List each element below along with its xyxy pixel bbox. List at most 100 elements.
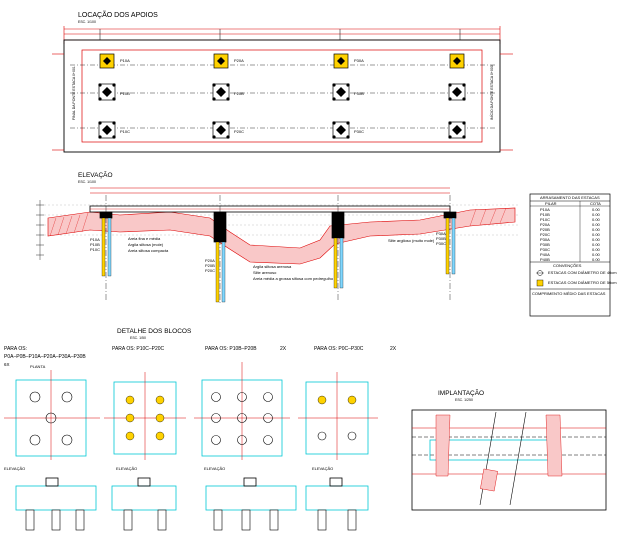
blocks-scale: ESC. 1/50 [130, 336, 146, 340]
svg-text:ESTACAS COM DIÂMETRO DE 50cm: ESTACAS COM DIÂMETRO DE 50cm [548, 280, 617, 285]
svg-text:ELEVAÇÃO: ELEVAÇÃO [312, 466, 333, 471]
svg-text:0.00: 0.00 [592, 217, 601, 222]
svg-text:Areia fina e média: Areia fina e média [128, 236, 161, 241]
svg-text:CONVENÇÕES: CONVENÇÕES [553, 263, 582, 268]
block-elevation-piles [25, 509, 357, 531]
svg-text:0.00: 0.00 [592, 212, 601, 217]
svg-text:Areia siltosa compacta: Areia siltosa compacta [128, 248, 169, 253]
svg-text:P30A: P30A [354, 58, 364, 63]
plan-dimension-ticks [99, 29, 461, 40]
svg-text:P30C: P30C [436, 241, 446, 246]
elevation-piles [101, 217, 456, 303]
elevation-title: ELEVAÇÃO [78, 170, 113, 179]
svg-text:P20C: P20C [234, 129, 244, 134]
svg-text:P30A: P30A [436, 231, 446, 236]
svg-text:P20B: P20B [205, 263, 215, 268]
svg-text:0.00: 0.00 [592, 237, 601, 242]
block1-plan: PLANTA [4, 364, 100, 460]
block2-plan [104, 372, 186, 460]
svg-text:ELEVAÇÃO: ELEVAÇÃO [116, 466, 137, 471]
plan-pile-caps [98, 53, 466, 139]
svg-text:PILAR: PILAR [545, 201, 557, 206]
svg-text:P10A: P10A [90, 237, 100, 242]
plan-right-axis-label: INÍCIO DA PONTE ESTACA 0+000 [490, 65, 494, 120]
table-title: ARRASAMENTO DAS ESTACAS [540, 195, 600, 200]
block-group2-title: PARA OS: P10C–P20C [112, 346, 165, 352]
svg-text:0.00: 0.00 [592, 247, 601, 252]
svg-text:P10B: P10B [90, 242, 100, 247]
svg-text:P20C: P20C [540, 232, 550, 237]
svg-text:P30C: P30C [354, 129, 364, 134]
svg-text:ELEVAÇÃO: ELEVAÇÃO [204, 466, 225, 471]
svg-text:Argila siltosa arenosa: Argila siltosa arenosa [253, 264, 292, 269]
svg-text:COTA: COTA [590, 201, 601, 206]
svg-text:P20B: P20B [234, 91, 244, 96]
svg-text:ESTACAS COM DIÂMETRO DE 40cm: ESTACAS COM DIÂMETRO DE 40cm [548, 270, 617, 275]
plan-dimension-lines [63, 26, 501, 44]
elevation-scale: ESC. 1/100 [78, 180, 96, 184]
svg-text:P20B: P20B [540, 227, 550, 232]
svg-text:P20A: P20A [540, 222, 550, 227]
block-group4-qty: 2X [390, 346, 397, 352]
svg-text:P20A: P20A [205, 258, 215, 263]
svg-text:P10A: P10A [120, 58, 130, 63]
svg-text:P10B: P10B [120, 91, 130, 96]
block-group3-title: PARA OS: P10B–P20B [205, 346, 257, 352]
plan-pile-dots [98, 83, 466, 139]
blocks-title: DETALHE DOS BLOCOS [117, 328, 192, 335]
block4-plan [298, 372, 378, 460]
svg-text:P20C: P20C [205, 268, 215, 273]
svg-text:P30C: P30C [540, 247, 550, 252]
svg-text:P30B: P30B [540, 242, 550, 247]
svg-text:P10C: P10C [120, 129, 130, 134]
block-group1-list: P0A–P0B–P10A–P20A–P30A–P30B [4, 354, 86, 360]
elevation-soil-notes: Areia fina e média Argila siltosa (mole)… [128, 236, 435, 281]
svg-text:Argila siltosa (mole): Argila siltosa (mole) [128, 242, 164, 247]
svg-text:0.00: 0.00 [592, 232, 601, 237]
svg-text:0.00: 0.00 [592, 227, 601, 232]
svg-text:P40A: P40A [540, 252, 550, 257]
svg-text:P30B: P30B [436, 236, 446, 241]
elevation-pile-labels-mid: P20A P20B P20C [205, 258, 215, 273]
plan-deck-inner [81, 49, 483, 143]
pile-table: ARRASAMENTO DAS ESTACAS PILAR COTA [529, 193, 611, 317]
svg-text:P30B: P30B [354, 91, 364, 96]
svg-text:Silte arenoso: Silte arenoso [253, 270, 277, 275]
svg-text:P10B: P10B [540, 212, 550, 217]
terrain-hatch [49, 207, 507, 237]
svg-text:0.00: 0.00 [592, 242, 601, 247]
block-elevations [15, 477, 369, 511]
plan-support-labels: P10A P10B P10C P20A P20B P20C P30A P30B … [120, 58, 364, 134]
plan-centerlines [70, 64, 495, 129]
elevation-level-scale [36, 200, 44, 260]
plan-section-lines [52, 53, 513, 151]
elevation-pile-labels-right: P30A P30B P30C [436, 231, 446, 246]
svg-text:Areia média a grossa siltosa c: Areia média a grossa siltosa com pedregu… [253, 276, 334, 281]
elevation-dimension-lines [90, 187, 450, 194]
svg-text:P10A: P10A [540, 207, 550, 212]
block-group4-title: PARA OS: P0C–P30C [314, 346, 364, 352]
implantacao-frame [411, 409, 607, 511]
elevation-pile-labels-left: P10A P10B P10C [90, 237, 100, 252]
svg-text:ELEVAÇÃO: ELEVAÇÃO [4, 466, 25, 471]
svg-text:PLANTA: PLANTA [30, 364, 46, 369]
svg-text:P40B: P40B [540, 257, 550, 262]
implantacao-scale: ESC. 1/250 [455, 398, 473, 402]
plan-title: LOCAÇÃO DOS APOIOS [78, 10, 158, 19]
svg-text:0.00: 0.00 [592, 257, 601, 262]
block-group3-qty: 2X [280, 346, 287, 352]
svg-text:P20A: P20A [234, 58, 244, 63]
svg-text:0.00: 0.00 [592, 222, 601, 227]
block-group1-qty: 6X [4, 362, 10, 367]
block-group1-title: PARA OS: [4, 346, 27, 352]
plan-left-axis-label: FINAL DA PONTE ESTACA 0+001 [72, 66, 76, 120]
plan-scale: ESC. 1/100 [78, 20, 96, 24]
elevation-axes [105, 195, 451, 305]
svg-text:COMPRIMENTO MÉDIO DAS ESTACAS: COMPRIMENTO MÉDIO DAS ESTACAS [532, 291, 606, 296]
plan-pile-diamonds [102, 57, 462, 135]
table-legend: CONVENÇÕES ESTACAS COM DIÂMETRO DE 40cm … [532, 263, 617, 296]
svg-text:0.00: 0.00 [592, 252, 601, 257]
block3-plan [194, 362, 290, 460]
svg-text:P10C: P10C [540, 217, 550, 222]
